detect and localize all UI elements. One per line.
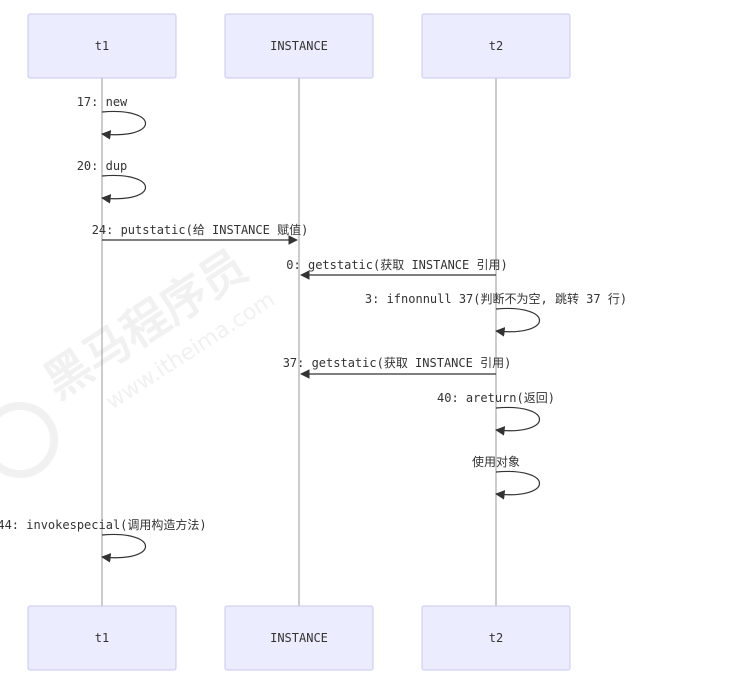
actor-t1-bottom[interactable]: t1 (27, 605, 177, 671)
message-label: 37: getstatic(获取 INSTANCE 引用) (283, 356, 512, 370)
message-self: 44: invokespecial(调用构造方法) (0, 517, 207, 563)
actor-instance-bottom[interactable]: INSTANCE (224, 605, 374, 671)
watermark-logo-icon (0, 402, 58, 478)
message-label: 20: dup (77, 159, 128, 173)
message-label: 0: getstatic(获取 INSTANCE 引用) (286, 258, 507, 272)
actor-t2-top[interactable]: t2 (421, 13, 571, 79)
message-self: 使用对象 (472, 454, 540, 500)
message-arrow: 24: putstatic(给 INSTANCE 赋值) (92, 222, 309, 245)
actor-t2-label: t2 (489, 39, 503, 53)
actor-t1-label: t1 (95, 631, 109, 645)
actor-t2-bottom[interactable]: t2 (421, 605, 571, 671)
message-label: 44: invokespecial(调用构造方法) (0, 517, 207, 532)
message-self: 3: ifnonnull 37(判断不为空, 跳转 37 行) (365, 291, 627, 337)
actor-instance-label: INSTANCE (270, 631, 328, 645)
actor-t1-top[interactable]: t1 (27, 13, 177, 79)
message-label: 24: putstatic(给 INSTANCE 赋值) (92, 222, 309, 237)
message-label: 使用对象 (472, 454, 520, 469)
message-label: 3: ifnonnull 37(判断不为空, 跳转 37 行) (365, 291, 627, 306)
actor-t2-label: t2 (489, 631, 503, 645)
actor-instance-label: INSTANCE (270, 39, 328, 53)
message-self: 20: dup (77, 159, 146, 204)
message-arrow: 37: getstatic(获取 INSTANCE 引用) (283, 356, 512, 379)
message-arrow: 0: getstatic(获取 INSTANCE 引用) (286, 258, 508, 280)
message-self: 17: new (77, 95, 146, 140)
actor-instance-top[interactable]: INSTANCE (224, 13, 374, 79)
message-label: 40: areturn(返回) (437, 391, 555, 405)
actor-t1-label: t1 (95, 39, 109, 53)
message-label: 17: new (77, 95, 128, 109)
message-self: 40: areturn(返回) (437, 391, 555, 436)
watermark: 黑马程序员 www.itheima.com (34, 239, 279, 415)
